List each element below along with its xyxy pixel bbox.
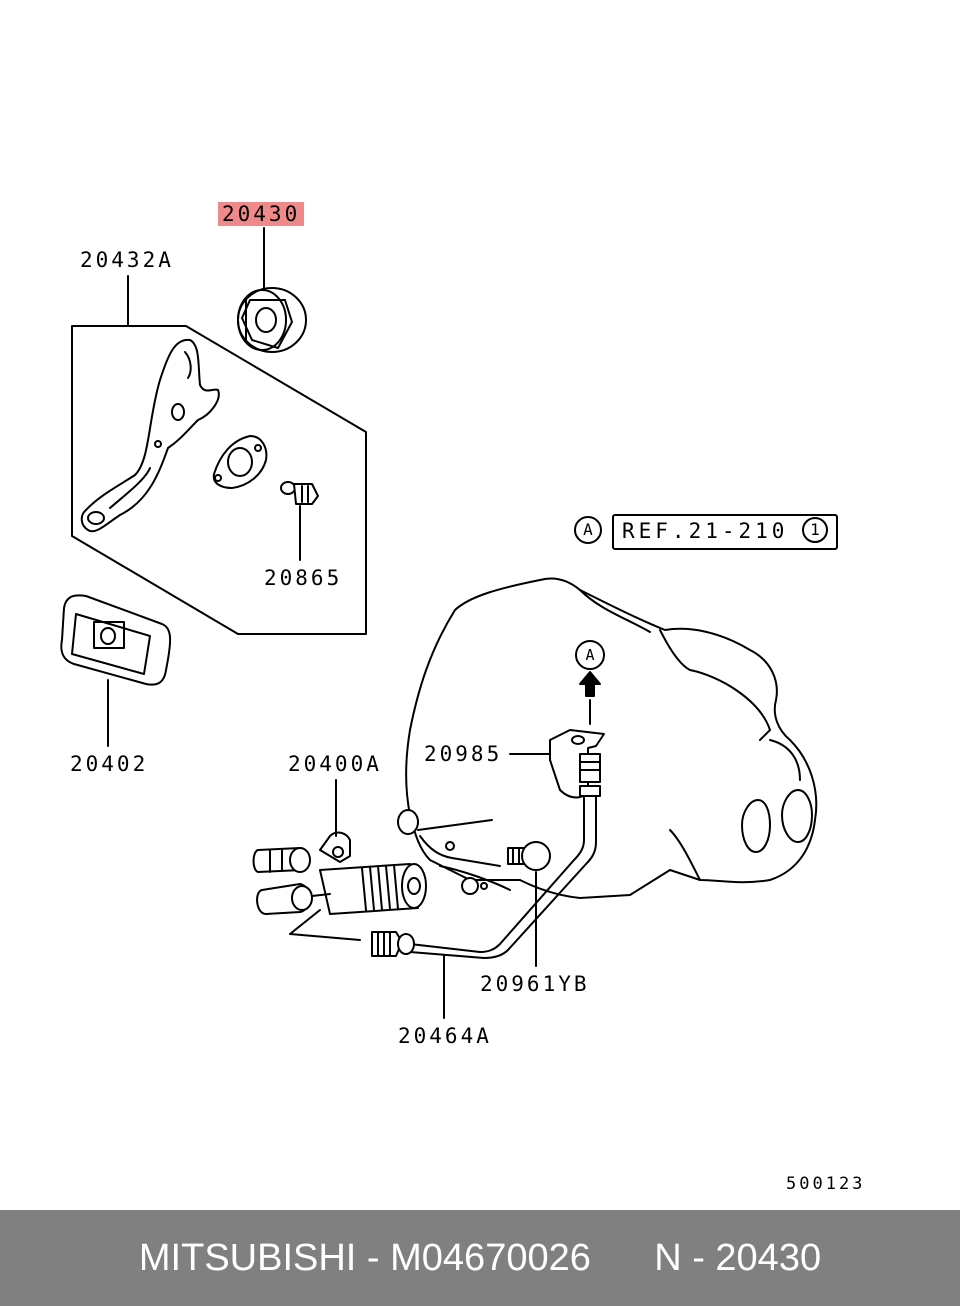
arrow-up — [579, 671, 601, 697]
part-release-fork — [80, 338, 220, 533]
ref-circle-1: 1 — [802, 517, 828, 543]
part-label-20464a[interactable]: 20464A — [398, 1024, 492, 1048]
part-20400a-slave-cylinder — [252, 831, 427, 941]
arrow-circle-a — [575, 640, 605, 670]
part-20961yb-bolt — [507, 841, 551, 871]
parts-diagram — [60, 227, 818, 1019]
drawing-number: 500123 — [786, 1174, 866, 1194]
part-label-20430[interactable]: 20430 — [218, 202, 305, 226]
part-label-20402[interactable]: 20402 — [70, 752, 149, 776]
part-pivot-plate — [212, 435, 268, 489]
part-label-20432a[interactable]: 20432A — [80, 248, 174, 272]
part-20430-boot — [237, 287, 307, 353]
part-label-20985[interactable]: 20985 — [424, 742, 503, 766]
part-20865-pivot — [280, 481, 319, 505]
ref-circle-a: A — [574, 516, 602, 544]
footer-text: MITSUBISHI - M04670026 N - 20430 — [138, 1237, 822, 1279]
kit-outline-20432a — [71, 325, 367, 635]
arrow-circle-a-label: A — [585, 646, 595, 664]
transmission-case — [397, 577, 818, 899]
ref-label[interactable]: REF.21-210 — [622, 519, 789, 543]
part-20402-boot — [60, 594, 172, 686]
ref-box — [612, 514, 838, 550]
part-flare-nut — [371, 931, 415, 957]
part-label-20961yb[interactable]: 20961YB — [480, 972, 590, 996]
footer-bar: MITSUBISHI - M04670026 N - 20430 — [0, 1210, 960, 1306]
part-label-20865[interactable]: 20865 — [264, 566, 343, 590]
part-label-20400a[interactable]: 20400A — [288, 752, 382, 776]
